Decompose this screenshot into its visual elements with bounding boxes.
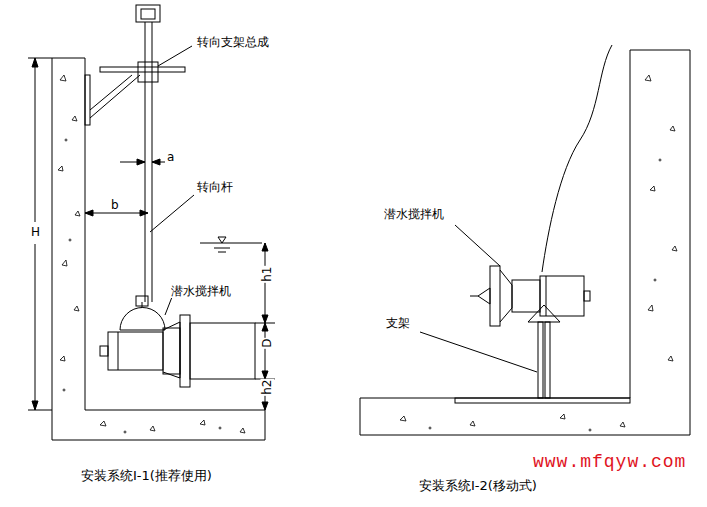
caption: 安装系统Ⅰ-1(推荐使用) [80, 468, 213, 484]
part-name: 转向支架总成 [196, 35, 270, 49]
dimension: h2 [261, 378, 275, 395]
part-name: 支架 [385, 316, 411, 330]
caption: 安装系统Ⅰ-2(移动式) [418, 478, 538, 494]
dimension: H [30, 225, 41, 239]
dimension: b [110, 198, 120, 212]
dimension: D [261, 337, 275, 348]
part-name: 潜水搅拌机 [170, 284, 232, 298]
watermark: www.mfqyw.com [532, 452, 687, 474]
part-name: 潜水搅拌机 [383, 207, 445, 221]
dimension: a [166, 150, 175, 164]
part-name: 转向杆 [196, 180, 234, 194]
dimension: h1 [261, 265, 275, 282]
